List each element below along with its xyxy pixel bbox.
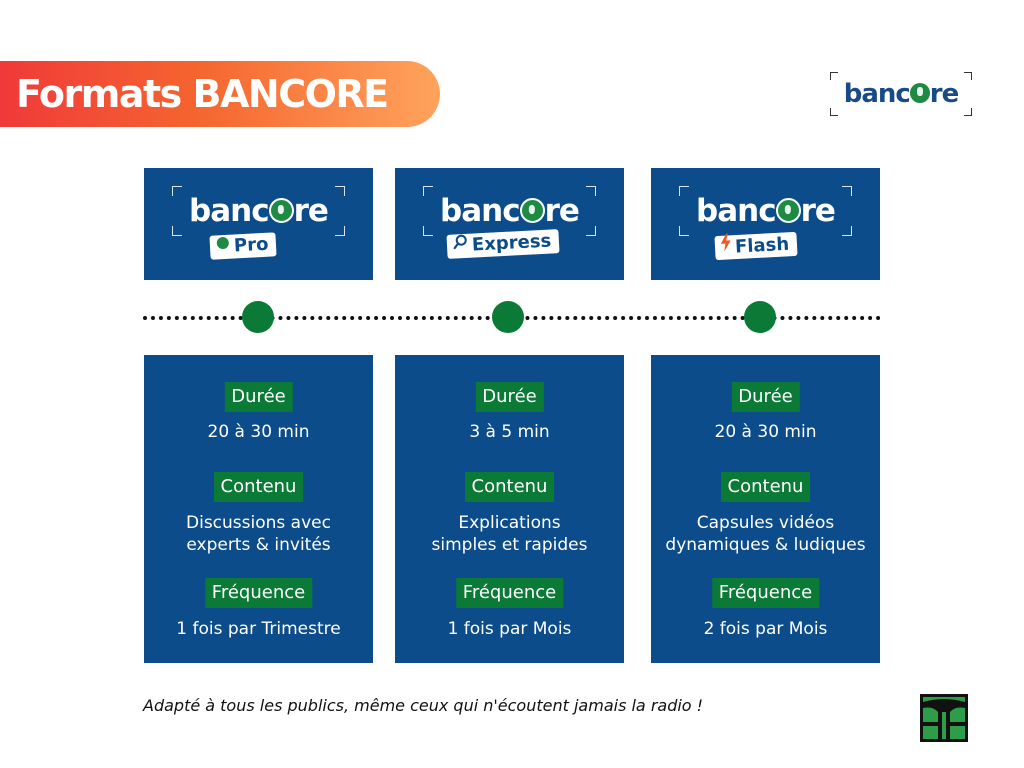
wordmark-part2: re (544, 193, 580, 229)
frame-corner-icon (679, 186, 689, 196)
duree-label: Durée (475, 382, 544, 412)
format-badge-express: Express (446, 229, 560, 259)
frame-corner-icon (842, 226, 852, 236)
frame-corner-icon (842, 186, 852, 196)
frame-corner-icon (423, 186, 433, 196)
frequence-label: Fréquence (204, 578, 313, 608)
format-badge-label: Pro (233, 233, 269, 257)
microphone-icon (268, 198, 294, 223)
contenu-label: Contenu (720, 472, 811, 502)
wordmark-part2: re (800, 193, 836, 229)
format-badge-pro: Pro (209, 232, 278, 260)
contenu-value: Explications simples et rapides (395, 512, 624, 556)
frame-corner-icon (830, 108, 838, 116)
page-title: Formats BANCORE (16, 72, 389, 116)
footnote: Adapté à tous les publics, même ceux qui… (143, 696, 704, 715)
frame-corner-icon (172, 186, 182, 196)
contenu-line: Explications (458, 513, 561, 533)
contenu-label: Contenu (464, 472, 555, 502)
frequence-label: Fréquence (711, 578, 820, 608)
frame-corner-icon (964, 72, 972, 80)
info-card-flash: Durée 20 à 30 min Contenu Capsules vidéo… (651, 355, 880, 663)
format-badge-label: Express (471, 230, 552, 256)
frame-corner-icon (172, 226, 182, 236)
duree-label: Durée (224, 382, 293, 412)
frequence-value: 1 fois par Trimestre (176, 619, 341, 639)
microphone-icon (519, 198, 545, 223)
frequence-label: Fréquence (455, 578, 564, 608)
green-dot-icon (215, 233, 230, 258)
duree-label: Durée (731, 382, 800, 412)
frequence-value: 2 fois par Mois (703, 619, 828, 639)
title-banner: Formats BANCORE (0, 61, 440, 127)
info-card-express: Durée 3 à 5 min Contenu Explications sim… (395, 355, 624, 663)
frame-corner-icon (964, 108, 972, 116)
contenu-value: Capsules vidéos dynamiques & ludiques (651, 512, 880, 556)
info-card-pro: Durée 20 à 30 min Contenu Discussions av… (144, 355, 373, 663)
contenu-line: dynamiques & ludiques (665, 535, 866, 555)
contenu-label: Contenu (213, 472, 304, 502)
timeline-node (744, 301, 776, 333)
timeline-node (242, 301, 274, 333)
frequence-value: 1 fois par Mois (447, 619, 572, 639)
frame-corner-icon (335, 186, 345, 196)
wordmark-part2: re (293, 193, 329, 229)
duree-value: 20 à 30 min (714, 422, 817, 442)
frame-corner-icon (423, 226, 433, 236)
contenu-line: experts & invités (186, 535, 331, 555)
wordmark-part1: banc (440, 193, 521, 229)
format-badge-label: Flash (734, 233, 790, 258)
timeline-node (492, 301, 524, 333)
duree-value: 3 à 5 min (469, 422, 550, 442)
frame-corner-icon (830, 72, 838, 80)
contenu-line: simples et rapides (431, 535, 588, 555)
wordmark-part2: re (929, 79, 959, 109)
company-emblem-icon (920, 694, 968, 742)
wordmark-part1: banc (696, 193, 777, 229)
contenu-line: Discussions avec (186, 513, 331, 533)
contenu-value: Discussions avec experts & invités (144, 512, 373, 556)
contenu-line: Capsules vidéos (696, 513, 835, 533)
frame-corner-icon (679, 226, 689, 236)
format-badge-flash: Flash (714, 231, 798, 261)
duree-value: 20 à 30 min (207, 422, 310, 442)
wordmark-part1: banc (189, 193, 270, 229)
magnifier-icon (452, 232, 468, 257)
wordmark-part1: banc (843, 79, 911, 109)
microphone-icon (909, 82, 930, 103)
frame-corner-icon (586, 226, 596, 236)
microphone-icon (775, 198, 801, 223)
lightning-icon (720, 233, 731, 258)
frame-corner-icon (335, 226, 345, 236)
frame-corner-icon (586, 186, 596, 196)
